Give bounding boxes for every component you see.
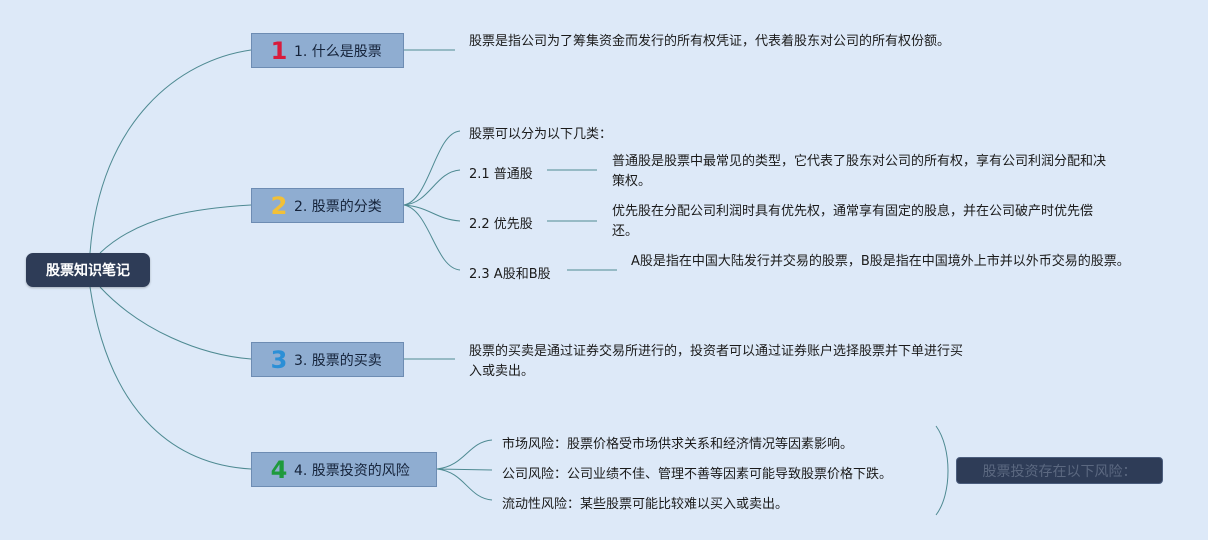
connector-topic2-sub3: [403, 204, 461, 271]
topic-label: 4. 股票投资的风险: [294, 462, 410, 479]
root-node[interactable]: 股票知识笔记: [26, 253, 150, 287]
connector-topic4-risk1: [436, 439, 493, 470]
connector-topic2-sub2: [403, 204, 461, 222]
risk-liquidity: 流动性风险：某些股票可能比较难以买入或卖出。: [502, 497, 789, 512]
number-2-icon: 2: [270, 191, 288, 220]
risk-company: 公司风险：公司业绩不佳、管理不善等因素可能导致股票价格下跌。: [502, 467, 893, 482]
categories-intro: 股票可以分为以下几类：: [469, 127, 613, 142]
risk-summary-node[interactable]: 股票投资存在以下风险：: [956, 457, 1163, 484]
root-label: 股票知识笔记: [46, 263, 130, 279]
connector-topic4-risk3: [436, 468, 493, 501]
sub-a-b-shares[interactable]: 2.3 A股和B股: [469, 267, 551, 282]
preferred-stock-detail: 优先股在分配公司利润时具有优先权，通常享有固定的股息，并在公司破产时优先偿还。: [612, 204, 1094, 239]
topic-label: 1. 什么是股票: [294, 43, 382, 60]
connector-root-topic1: [89, 49, 252, 254]
topic1-detail: 股票是指公司为了筹集资金而发行的所有权凭证，代表着股东对公司的所有权份额。: [469, 34, 951, 49]
summary-label: 股票投资存在以下风险：: [982, 463, 1137, 480]
connector-topic2-sub1: [403, 169, 461, 206]
number-3-icon: 3: [270, 345, 288, 374]
connector-root-topic3: [99, 286, 252, 360]
topic3-detail: 股票的买卖是通过证券交易所进行的，投资者可以通过证券账户选择股票并下单进行买入或…: [469, 344, 964, 379]
common-stock-detail: 普通股是股票中最常见的类型，它代表了股东对公司的所有权，享有公司利润分配和决策权…: [612, 154, 1107, 189]
number-1-icon: 1: [270, 36, 288, 65]
connector-root-topic4: [89, 286, 252, 470]
topic-label: 3. 股票的买卖: [294, 352, 382, 369]
connector-topic2-intro: [403, 130, 461, 206]
topic-stock-categories[interactable]: 2 2. 股票的分类: [251, 188, 404, 223]
topic-what-is-stock[interactable]: 1 1. 什么是股票: [251, 33, 404, 68]
topic-stock-trading[interactable]: 3 3. 股票的买卖: [251, 342, 404, 377]
connector-topic4-risk2: [436, 468, 493, 471]
summary-brace: [935, 425, 949, 516]
topic-label: 2. 股票的分类: [294, 198, 382, 215]
a-b-shares-detail: A股是指在中国大陆发行并交易的股票，B股是指在中国境外上市并以外币交易的股票。: [631, 254, 1130, 269]
sub-common-stock[interactable]: 2.1 普通股: [469, 167, 533, 182]
number-4-icon: 4: [270, 455, 288, 484]
sub-preferred-stock[interactable]: 2.2 优先股: [469, 217, 533, 232]
connector-root-topic2: [99, 204, 252, 254]
risk-market: 市场风险：股票价格受市场供求关系和经济情况等因素影响。: [502, 437, 854, 452]
topic-investment-risks[interactable]: 4 4. 股票投资的风险: [251, 452, 437, 487]
